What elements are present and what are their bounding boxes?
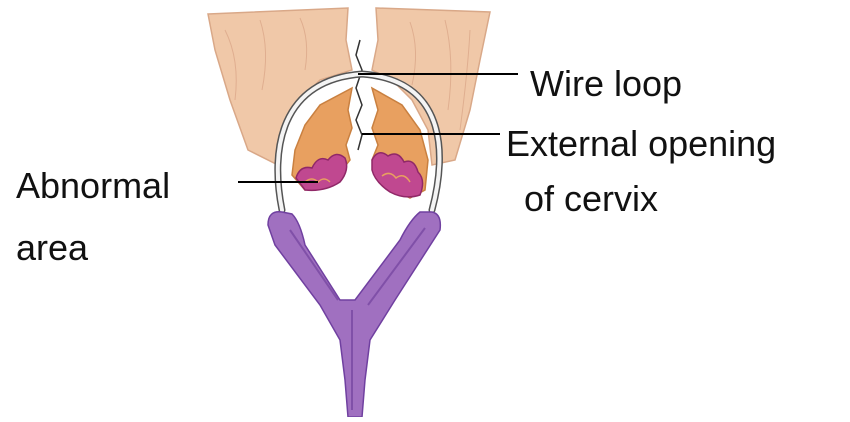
label-abnormal-area-line1: Abnormal xyxy=(16,168,170,204)
label-wire-loop: Wire loop xyxy=(530,66,682,102)
label-external-opening-line1: External opening xyxy=(506,126,776,162)
loop-handle xyxy=(268,212,440,417)
label-external-opening-line2: of cervix xyxy=(524,181,658,217)
label-abnormal-area-line2: area xyxy=(16,230,88,266)
surrounding-tissue xyxy=(208,8,490,165)
external-os xyxy=(356,40,362,150)
